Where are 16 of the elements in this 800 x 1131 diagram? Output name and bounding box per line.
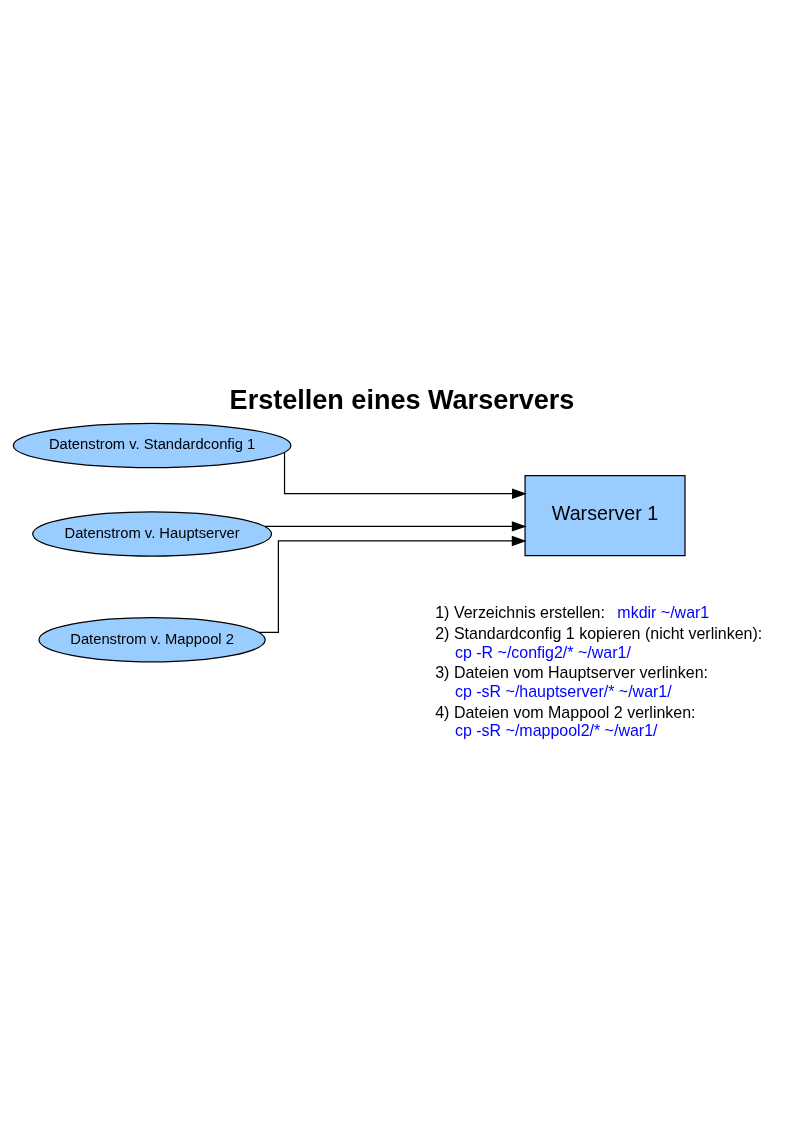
arrow — [264, 520, 527, 532]
label: cp -R ~/config2/* ~/war1/ — [454, 643, 631, 661]
label: 4) Dateien vom Mappool 2 verlinken: — [435, 703, 696, 721]
node-ellipse: Datenstrom v. Mappool 2 — [38, 616, 266, 663]
arrow — [258, 535, 527, 633]
label: 1) Verzeichnis erstellen: — [435, 603, 605, 621]
node-ellipse: Datenstrom v. Standardconfig 1 — [12, 422, 292, 468]
node-ellipse: Datenstrom v. Hauptserver — [32, 510, 273, 557]
label: 2) Standardconfig 1 kopieren (nicht verlinken): — [435, 624, 763, 642]
label: 3) Dateien vom Hauptserver verlinken: — [435, 663, 708, 681]
label: cp -sR ~/hauptserver/* ~/war1/ — [454, 682, 672, 700]
label: mkdir ~/war1 — [617, 603, 710, 621]
diagram-title: Erstellen eines Warservers — [229, 384, 575, 415]
node-box: Warserver 1 — [524, 474, 686, 556]
label: cp -sR ~/mappool2/* ~/war1/ — [454, 721, 658, 739]
arrow — [283, 451, 527, 499]
